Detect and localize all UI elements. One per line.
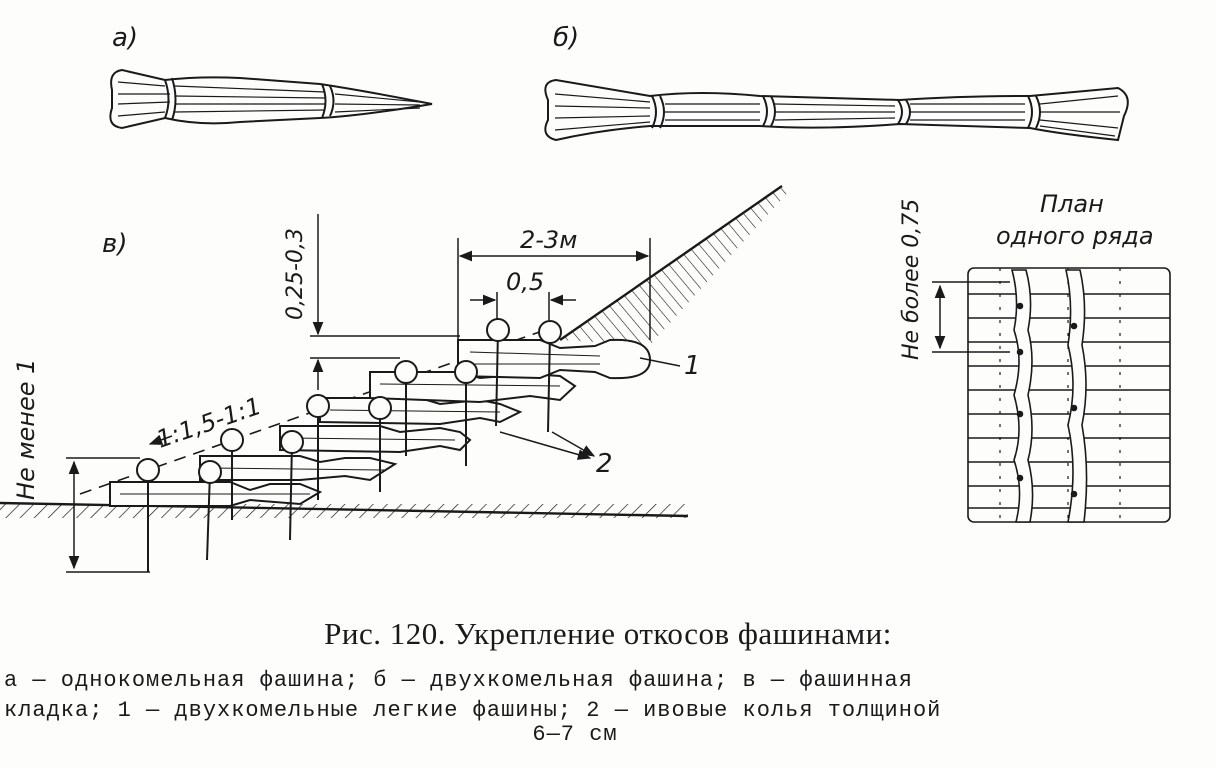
panel-a-label: а) (112, 23, 138, 53)
panel-b-label: б) (553, 23, 579, 53)
plan-title-1: План (1040, 190, 1104, 218)
willow-stakes (136, 318, 562, 572)
double-butt-fascine (544, 78, 1129, 142)
dim-plan-max-label: Не более 0,75 (899, 199, 924, 360)
figure-caption-title: Рис. 120. Укрепление откосов фашинами: (324, 616, 892, 651)
slope-label: 1:1,5-1:1 (153, 392, 265, 454)
dim-min-depth-label: Не менее 1 (12, 359, 40, 500)
embankment-slope (559, 185, 790, 345)
caption-line-2: кладка; 1 — двухкомельные легкие фашины;… (4, 698, 942, 723)
callout-2: 2 (596, 449, 613, 479)
plan-title-2: одного ряда (996, 222, 1154, 250)
plan-of-row (967, 267, 1171, 523)
dim-width-label: 2-3м (520, 226, 577, 254)
dim-spacing-label: 0,5 (506, 268, 544, 296)
ground (0, 501, 689, 518)
dim-step-label: 0,25-0,3 (283, 228, 308, 320)
dim-width (457, 238, 651, 340)
fascine-rows (109, 338, 652, 507)
dim-min-depth (66, 457, 150, 573)
caption-line-3: 6—7 см (532, 722, 618, 747)
panel-v-label: в) (102, 229, 127, 259)
dim-spacing (470, 292, 576, 320)
slope-arrow (148, 434, 173, 445)
caption-line-1: а — однокомельная фашина; б — двухкомель… (4, 668, 913, 693)
dim-step (310, 214, 460, 390)
single-butt-fascine (109, 68, 433, 130)
dim-plan-max (932, 281, 1010, 353)
callout-leaders (499, 357, 681, 460)
callout-1: 1 (684, 351, 701, 381)
